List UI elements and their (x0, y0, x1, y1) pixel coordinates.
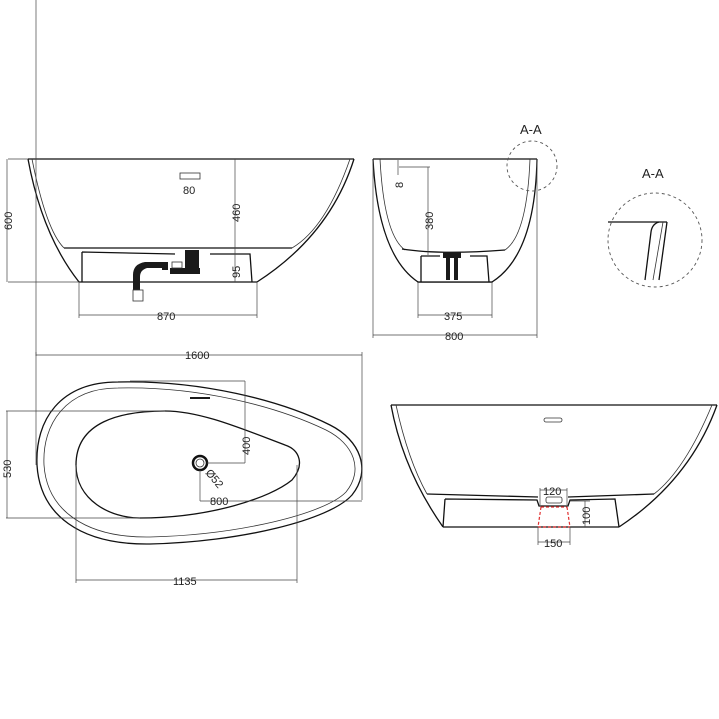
dim-notch-bottom-width: 150 (544, 538, 562, 550)
rear-overflow-icon (543, 417, 563, 423)
side-view: A-A 8 380 375 800 (372, 122, 558, 343)
dim-overall-width: 530 (2, 460, 14, 478)
drain-hole-icon (191, 454, 209, 472)
dim-drain-diameter: Ø52 (203, 467, 226, 491)
detail-view: A-A (607, 166, 703, 288)
dim-drain-offset-x: 800 (210, 496, 228, 508)
section-label-detail: A-A (642, 166, 664, 181)
dim-side-base-width: 375 (444, 311, 462, 323)
dim-notch-top-width: 120 (543, 486, 561, 498)
dim-inner-length: 1135 (173, 576, 197, 588)
dim-side-overall-width: 800 (445, 331, 463, 343)
dim-base-height: 95 (231, 266, 243, 278)
front-view: 600 460 95 80 870 (3, 158, 355, 323)
dim-notch-height: 100 (581, 507, 593, 525)
dim-base-width: 870 (157, 311, 175, 323)
top-view: 1600 530 400 Ø52 800 1135 (2, 0, 363, 588)
dim-overflow-width: 80 (183, 185, 195, 197)
drain-assembly-icon (132, 250, 200, 302)
dim-overall-height: 600 (3, 212, 15, 230)
rear-view: 120 100 150 (390, 404, 718, 550)
section-label-side: A-A (520, 122, 542, 137)
dim-inner-depth: 460 (231, 204, 243, 222)
side-drain-icon (443, 252, 461, 280)
section-circle-marker (506, 140, 558, 192)
dim-overall-length: 1600 (185, 350, 209, 362)
dim-side-inner-depth: 380 (424, 212, 436, 230)
notch-outline (537, 506, 571, 528)
overflow-slot-icon (190, 397, 210, 399)
dim-drain-offset-y: 400 (241, 437, 253, 455)
dim-rim-thickness: 8 (394, 182, 406, 188)
